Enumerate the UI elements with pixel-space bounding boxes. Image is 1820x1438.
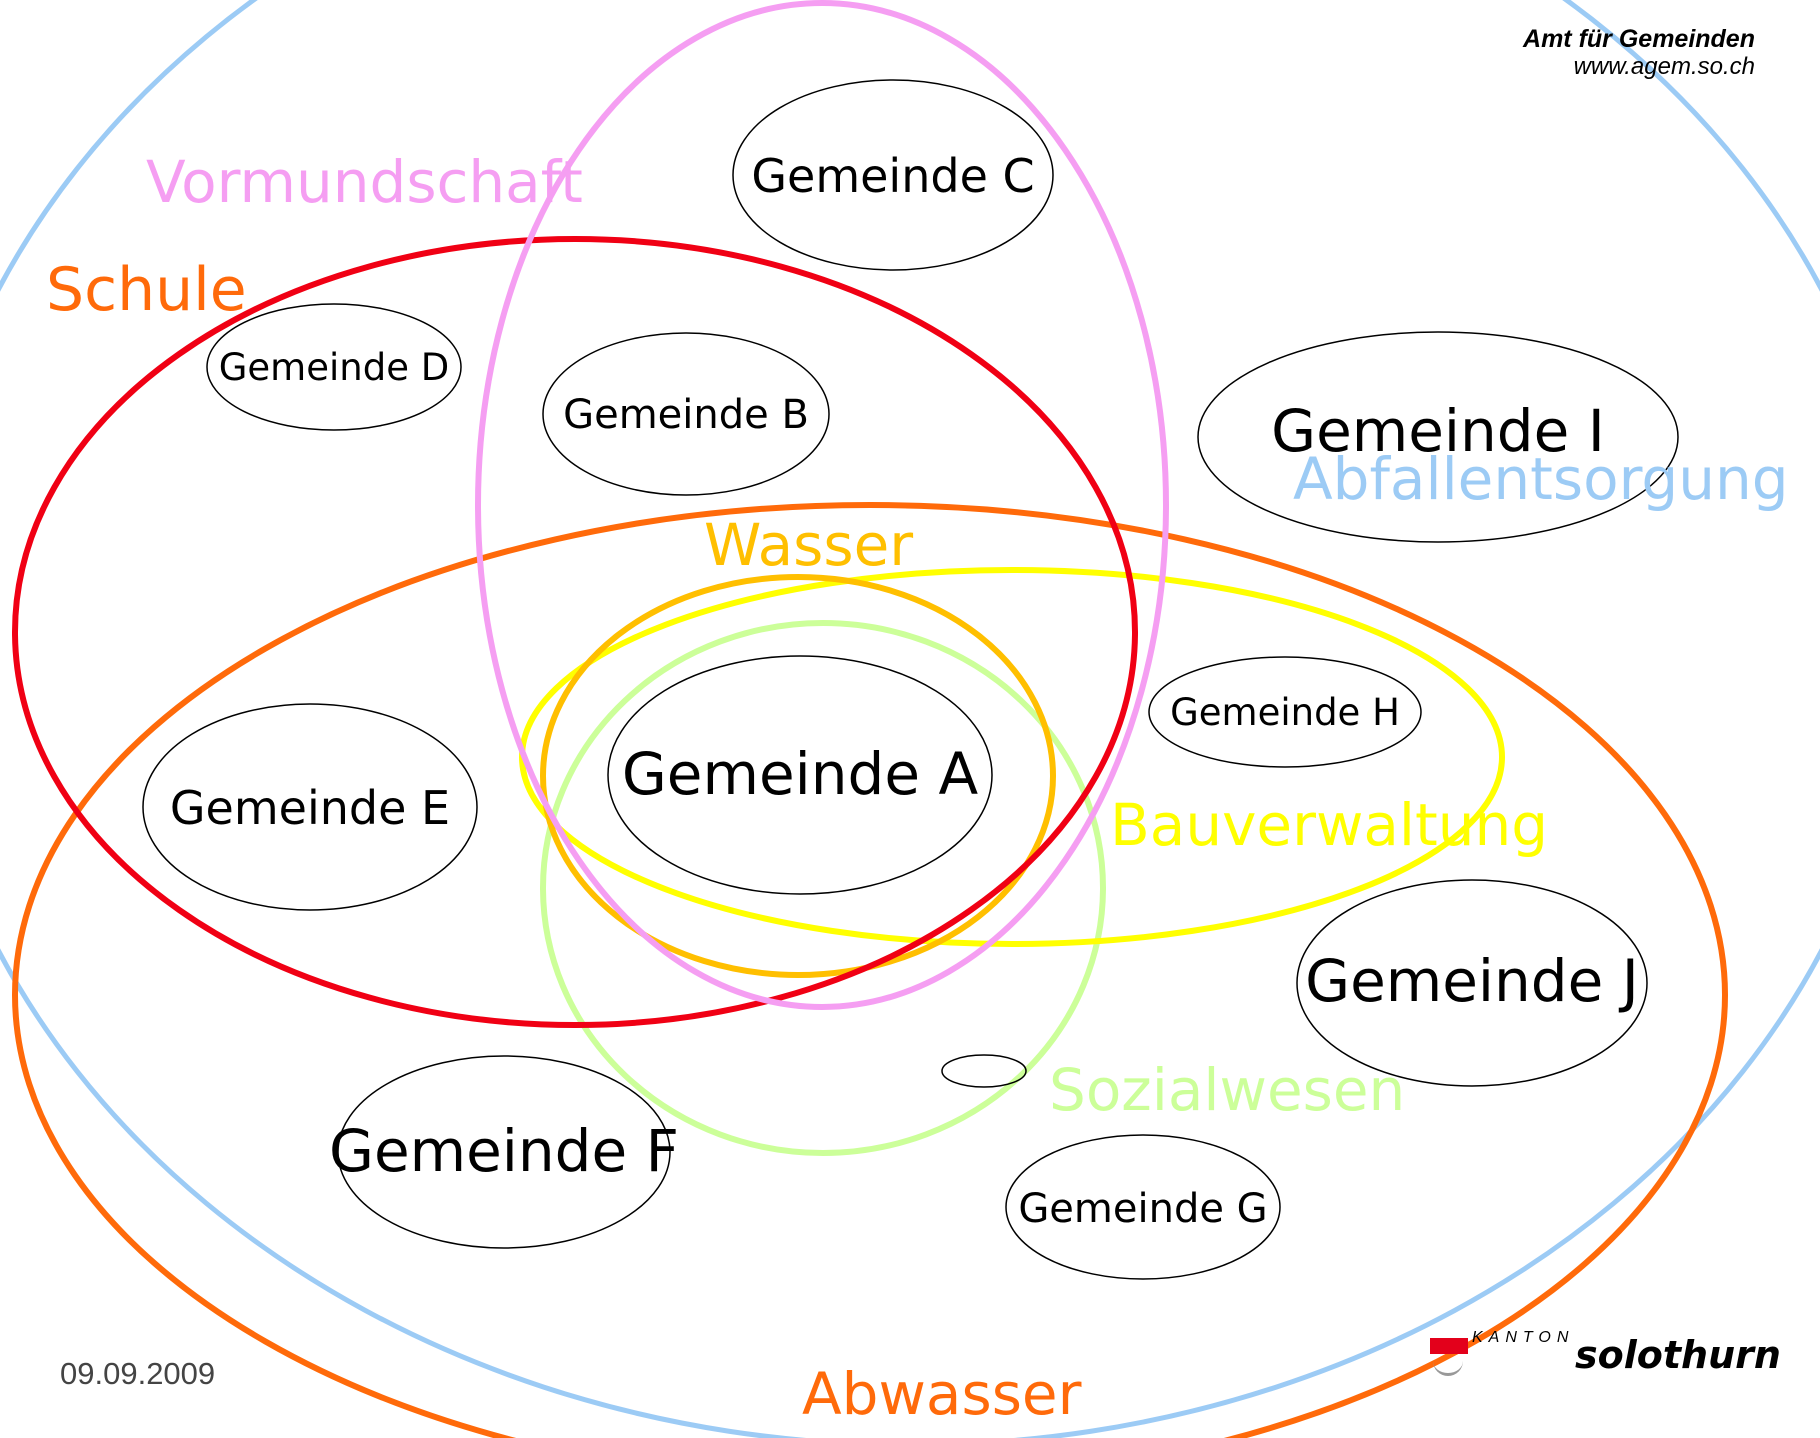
logo-kanton-text: KANTON bbox=[1472, 1329, 1575, 1346]
gemeinde-e-ellipse bbox=[142, 703, 478, 911]
gemeinde-c-label: Gemeinde C bbox=[751, 149, 1034, 203]
gemeinde-a-label: Gemeinde A bbox=[622, 740, 979, 808]
gemeinde-i-label: Gemeinde I bbox=[1271, 397, 1605, 465]
gemeinde-c-ellipse bbox=[732, 79, 1054, 271]
gemeinde-f-ellipse bbox=[337, 1055, 671, 1249]
gemeinde-d-ellipse bbox=[206, 303, 462, 431]
gemeinde-h-label: Gemeinde H bbox=[1170, 691, 1400, 734]
schule-label: Schule bbox=[46, 255, 247, 325]
schule-area bbox=[12, 236, 1138, 1028]
gemeinde-i-ellipse bbox=[1197, 331, 1679, 543]
bauverwaltung-label: Bauverwaltung bbox=[1110, 791, 1548, 859]
wasser-area bbox=[540, 574, 1056, 978]
gemeinde-j-ellipse bbox=[1296, 879, 1648, 1087]
org-name: Amt für Gemeinden bbox=[1523, 25, 1755, 53]
gemeinde-f-label: Gemeinde F bbox=[329, 1117, 679, 1185]
gemeinde-g-label: Gemeinde G bbox=[1018, 1186, 1267, 1232]
kanton-solothurn-logo: KANTON solothurn bbox=[1425, 1323, 1805, 1383]
gemeinde-j-label: Gemeinde J bbox=[1305, 947, 1639, 1015]
sozialwesen-area bbox=[540, 620, 1106, 1156]
vormundschaft-area bbox=[475, 0, 1169, 1010]
gemeinde-h-ellipse bbox=[1148, 656, 1422, 768]
abwasser-label: Abwasser bbox=[802, 1360, 1082, 1428]
gemeinde-d-label: Gemeinde D bbox=[219, 346, 449, 389]
vormundschaft-label: Vormundschaft bbox=[146, 148, 583, 216]
small-ellipse bbox=[941, 1054, 1027, 1088]
abwasser-area bbox=[12, 502, 1728, 1438]
date-label: 09.09.2009 bbox=[60, 1356, 216, 1391]
logo-swoosh bbox=[1433, 1359, 1463, 1376]
header: Amt für Gemeinden www.agem.so.ch bbox=[1523, 25, 1755, 80]
gemeinde-g-ellipse bbox=[1005, 1134, 1281, 1280]
logo-red-bar bbox=[1430, 1338, 1468, 1354]
org-url: www.agem.so.ch bbox=[1573, 52, 1755, 80]
sozialwesen-label: Sozialwesen bbox=[1049, 1056, 1405, 1124]
wasser-label: Wasser bbox=[704, 511, 913, 579]
gemeinde-a-ellipse bbox=[607, 655, 993, 895]
gemeinde-b-ellipse bbox=[542, 332, 830, 496]
logo-name-text: solothurn bbox=[1575, 1333, 1781, 1377]
gemeinde-e-label: Gemeinde E bbox=[170, 781, 450, 835]
gemeinde-b-label: Gemeinde B bbox=[563, 392, 809, 438]
abfallentsorgung-label: Abfallentsorgung bbox=[1293, 445, 1789, 513]
